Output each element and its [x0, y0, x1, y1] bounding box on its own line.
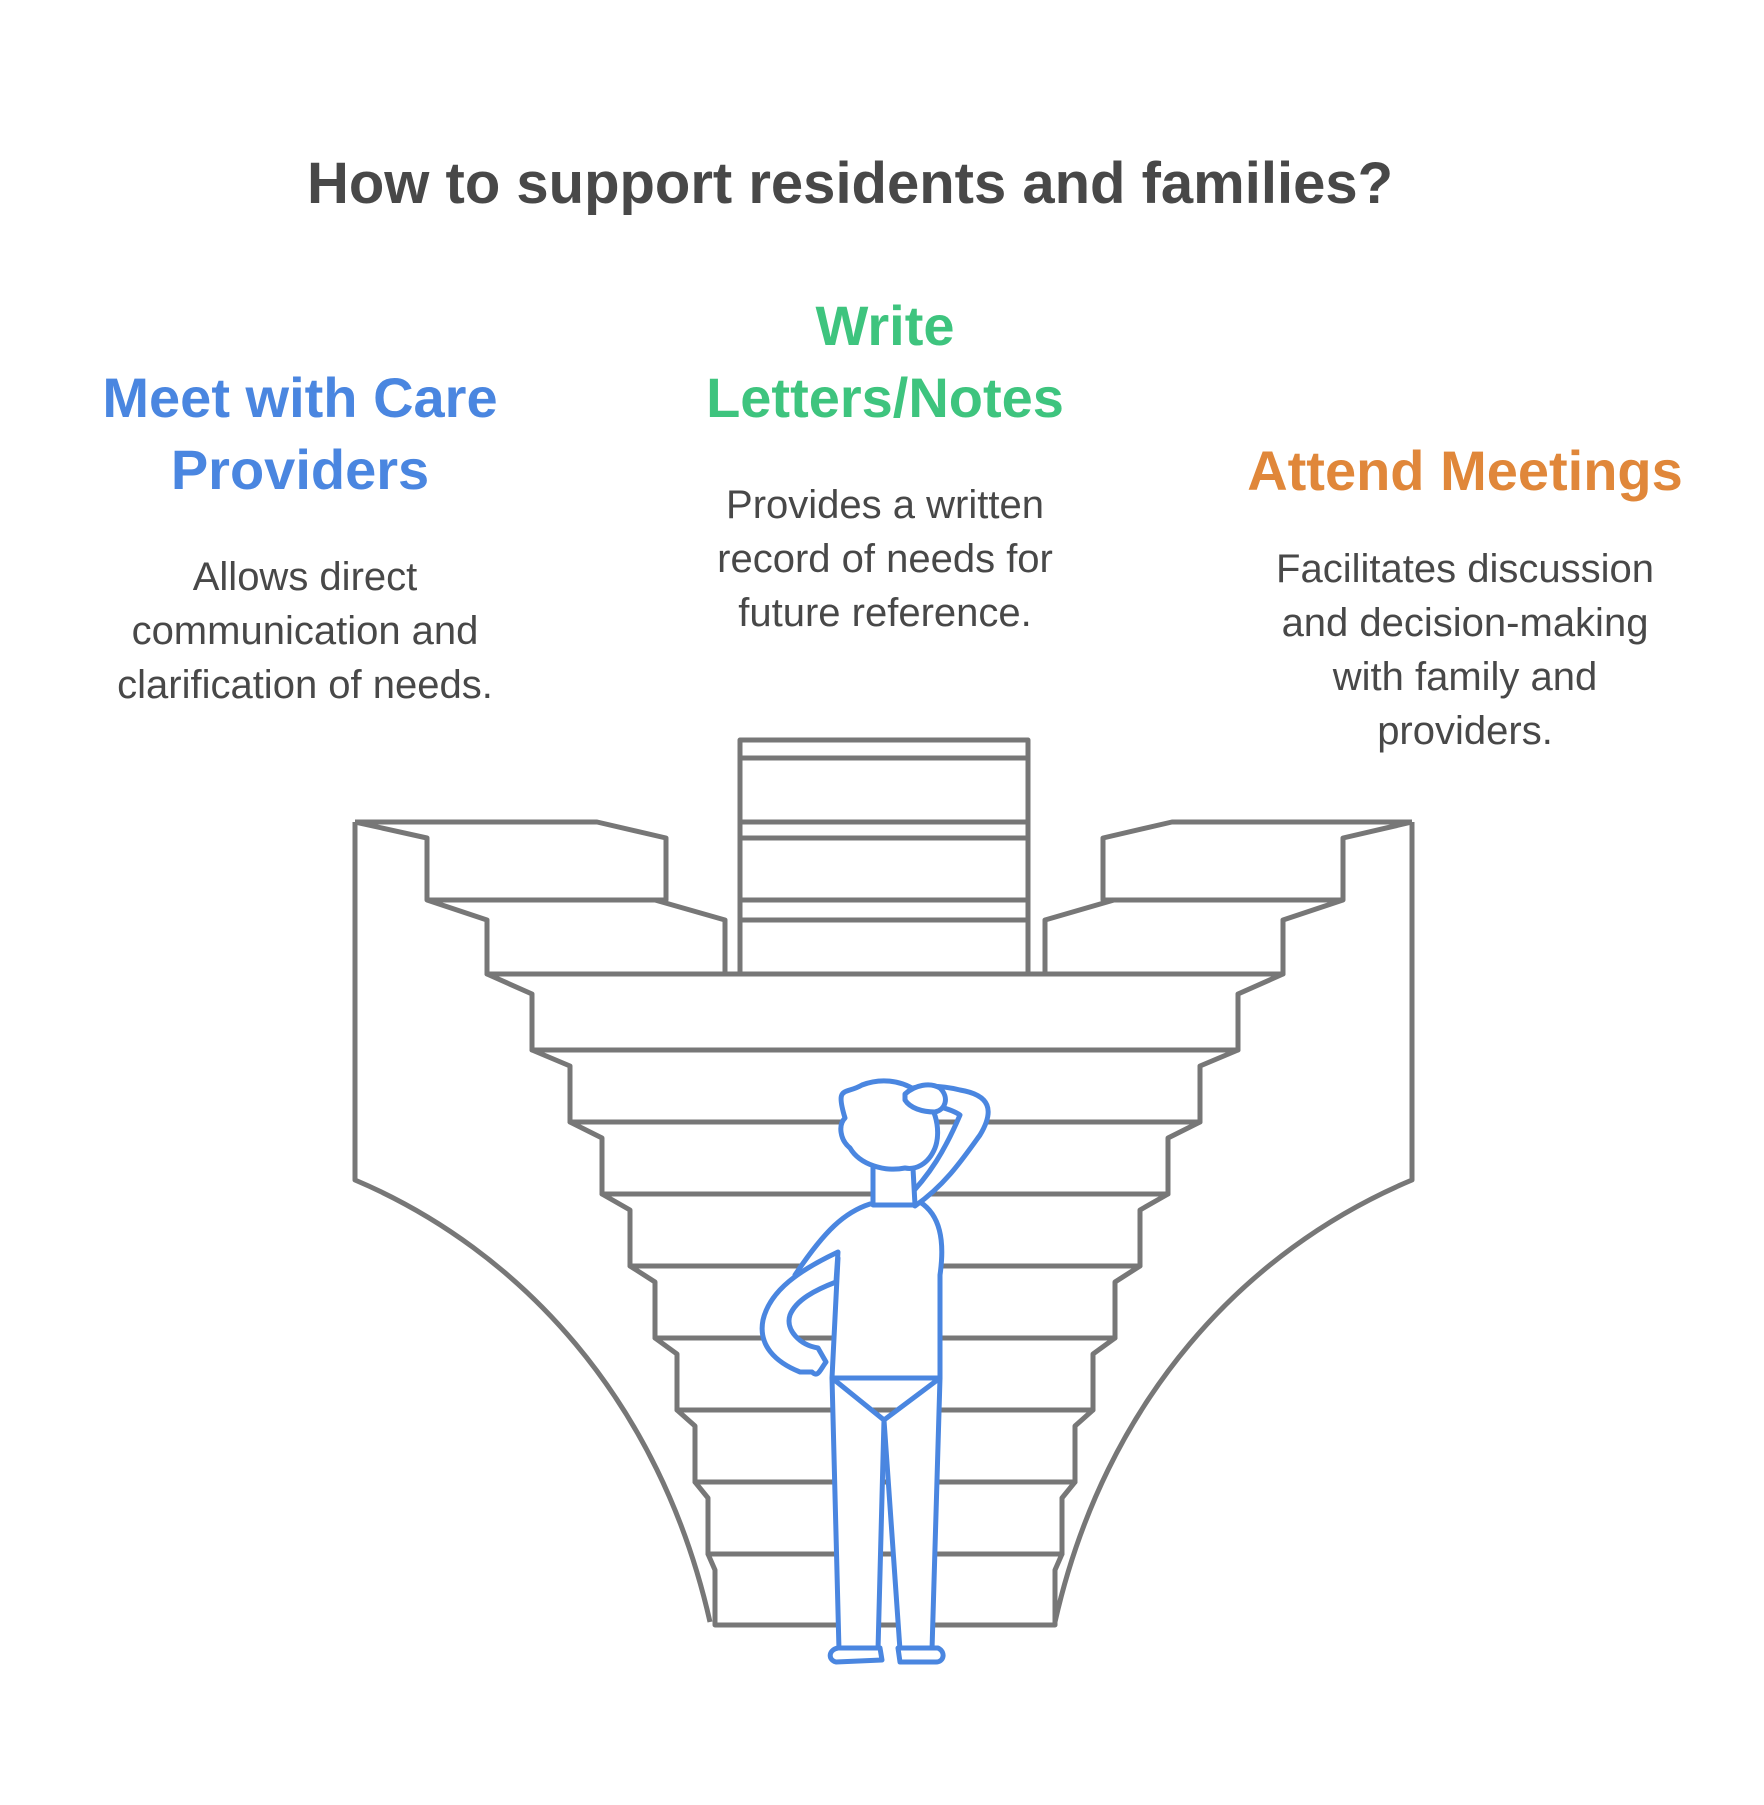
stair-right-upper — [1100, 819, 1413, 903]
option-attend-title-line: Attend Meetings — [1247, 439, 1683, 502]
step-8 — [692, 1479, 1078, 1557]
option-attend-desc-line: and decision-making — [1281, 601, 1649, 645]
option-meet-title-line: Providers — [170, 438, 430, 501]
option-write-title-line: Letters/Notes — [706, 366, 1064, 429]
option-attend-description: Facilitates discussion and decision-maki… — [1215, 542, 1715, 758]
tower-lines — [740, 755, 1028, 923]
frame-left — [352, 822, 713, 1623]
option-meet-desc-line: clarification of needs. — [117, 663, 493, 707]
option-write-desc-line: future reference. — [738, 591, 1032, 635]
person-hand — [902, 1082, 948, 1115]
step-9 — [705, 1551, 1065, 1628]
option-attend-title: Attend Meetings — [1215, 435, 1715, 507]
option-meet-desc-line: communication and — [131, 609, 479, 653]
option-attend-desc-line: providers. — [1377, 709, 1553, 753]
thinking-person-icon — [759, 1078, 991, 1665]
tower — [737, 737, 1031, 977]
option-write-desc-line: Provides a written — [726, 483, 1044, 527]
option-meet-title: Meet with Care Providers — [60, 362, 540, 506]
person-foot-left — [827, 1645, 885, 1665]
frame-right — [1052, 822, 1415, 1623]
page-title: How to support residents and families? — [306, 151, 1394, 216]
option-write-title-line: Write — [815, 294, 955, 357]
step-1 — [484, 971, 1286, 1053]
option-meet-description: Allows direct communication and clarific… — [60, 550, 550, 712]
option-write-title: Write Letters/Notes — [650, 290, 1120, 434]
option-attend-desc-line: with family and — [1332, 655, 1598, 699]
option-meet-desc-line: Allows direct — [192, 555, 418, 599]
stair-left-upper — [354, 819, 669, 903]
person-foot-right — [895, 1645, 946, 1665]
person-leg-left — [829, 1375, 887, 1653]
stair-left-lower — [426, 897, 728, 977]
person-leg-right — [881, 1375, 943, 1653]
person-arm-left — [759, 1249, 841, 1377]
stair-right-lower — [1042, 897, 1344, 977]
option-attend-desc-line: Facilitates discussion — [1276, 547, 1654, 591]
option-meet-title-line: Meet with Care — [102, 366, 498, 429]
option-write-description: Provides a written record of needs for f… — [650, 478, 1120, 640]
option-write-desc-line: record of needs for — [717, 537, 1053, 581]
staircase-icon — [352, 737, 1415, 1628]
